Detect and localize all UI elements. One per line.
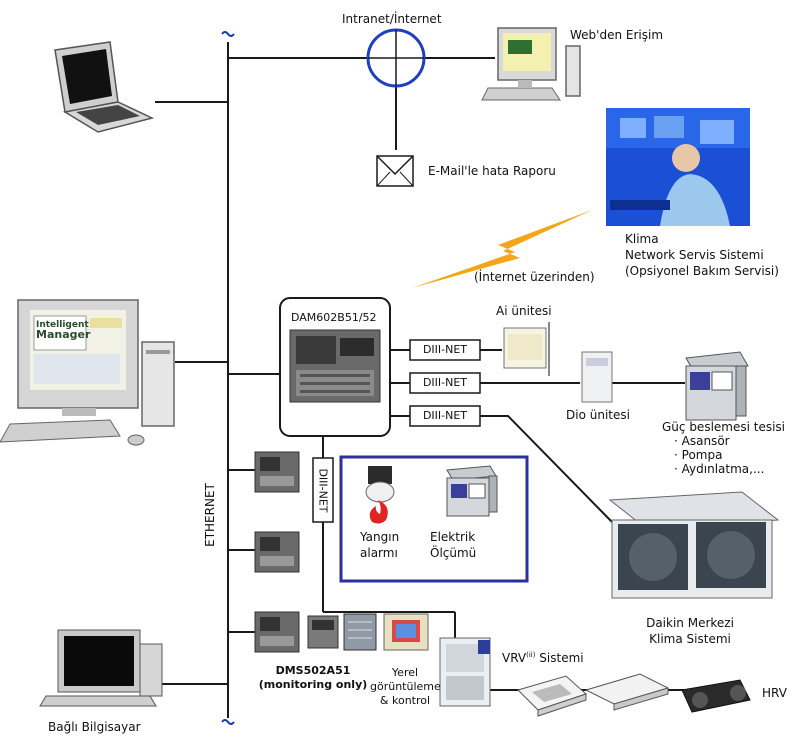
vrv-superscript: (ii) xyxy=(526,651,536,659)
dam-label: DAM602B51/52 xyxy=(291,311,377,324)
monitor-logo-line2: Manager xyxy=(36,328,91,341)
electric-label-1: Elektrik xyxy=(430,530,476,544)
desktop-pc-icon xyxy=(0,299,175,446)
lightning-icon xyxy=(412,210,592,288)
dms-unit-icon-1 xyxy=(254,451,300,493)
hrv-unit-icon xyxy=(681,679,751,713)
cassette-unit-icon xyxy=(517,675,587,717)
vrv-suffix: Sistemi xyxy=(535,651,584,665)
dms-unit-icon-3 xyxy=(254,611,300,653)
internet-via-label: (İnternet üzerinden) xyxy=(474,270,595,284)
ai-unit-icon xyxy=(503,322,550,376)
power-item: Asansör xyxy=(674,434,764,448)
local-control-label-1: Yerel xyxy=(391,666,419,679)
laptop-icon xyxy=(54,41,155,133)
dam-controller-icon xyxy=(289,329,381,403)
diii-net-vertical-label: DIII-NET xyxy=(316,468,330,513)
monitor-logo: Intelligent Manager xyxy=(36,320,90,340)
dms-unit-icon-2 xyxy=(254,531,300,573)
electric-label-2: Ölçümü xyxy=(430,546,477,560)
intranet-label: Intranet/İnternet xyxy=(342,12,442,26)
service-label-line1: Klima xyxy=(625,232,659,246)
dms-label-1: DMS502A51 xyxy=(275,664,351,677)
diii-net-label-1: DIII-NET xyxy=(422,343,468,356)
diii-net-label-3: DIII-NET xyxy=(422,409,468,422)
power-supply-list: Asansör Pompa Aydınlatma,... xyxy=(674,434,765,476)
fire-alarm-label-2: alarmı xyxy=(360,546,398,560)
power-cabinet-icon xyxy=(685,351,749,421)
hrv-label: HRV xyxy=(762,686,787,700)
vrv-outdoor-unit-icon xyxy=(439,637,491,707)
diii-net-label-2: DIII-NET xyxy=(422,376,468,389)
local-control-label-3: & kontrol xyxy=(379,694,431,707)
monitor-logo-line1: Intelligent xyxy=(36,320,89,330)
daikin-chiller-icon xyxy=(608,491,780,599)
service-operator-photo xyxy=(606,108,750,226)
fire-alarm-icon xyxy=(365,466,395,524)
local-control-label-2: görüntüleme xyxy=(370,680,441,693)
connected-pc-label: Bağlı Bilgisayar xyxy=(48,720,141,734)
local-controller-icons xyxy=(307,613,429,651)
email-label: E-Mail'le hata Raporu xyxy=(428,164,556,178)
dio-unit-icon xyxy=(581,351,613,403)
vrv-label: VRV(ii) Sistemi xyxy=(502,648,584,665)
daikin-label-1: Daikin Merkezi xyxy=(646,616,734,630)
ethernet-label: ETHERNET xyxy=(203,483,217,547)
connected-pc-icon xyxy=(39,629,163,707)
vrv-name: VRV xyxy=(502,651,527,665)
power-item: Pompa xyxy=(674,448,764,462)
email-envelope-icon xyxy=(376,155,414,187)
power-item: Aydınlatma,... xyxy=(674,462,765,476)
web-access-label: Web'den Erişim xyxy=(570,28,664,42)
web-pc-icon xyxy=(481,27,581,101)
daikin-label-2: Klima Sistemi xyxy=(649,632,731,646)
electric-meter-icon xyxy=(446,465,498,517)
dio-unit-label: Dio ünitesi xyxy=(566,408,630,422)
dms-label-2: (monitoring only) xyxy=(258,678,368,691)
fire-alarm-label-1: Yangın xyxy=(360,530,400,544)
power-supply-title: Güç beslemesi tesisi xyxy=(662,420,786,434)
ceiling-unit-icon xyxy=(584,673,670,711)
ai-unit-label: Ai ünitesi xyxy=(496,304,552,318)
service-label-line3: (Opsiyonel Bakım Servisi) xyxy=(625,264,779,278)
service-label-line2: Network Servis Sistemi xyxy=(625,248,764,262)
